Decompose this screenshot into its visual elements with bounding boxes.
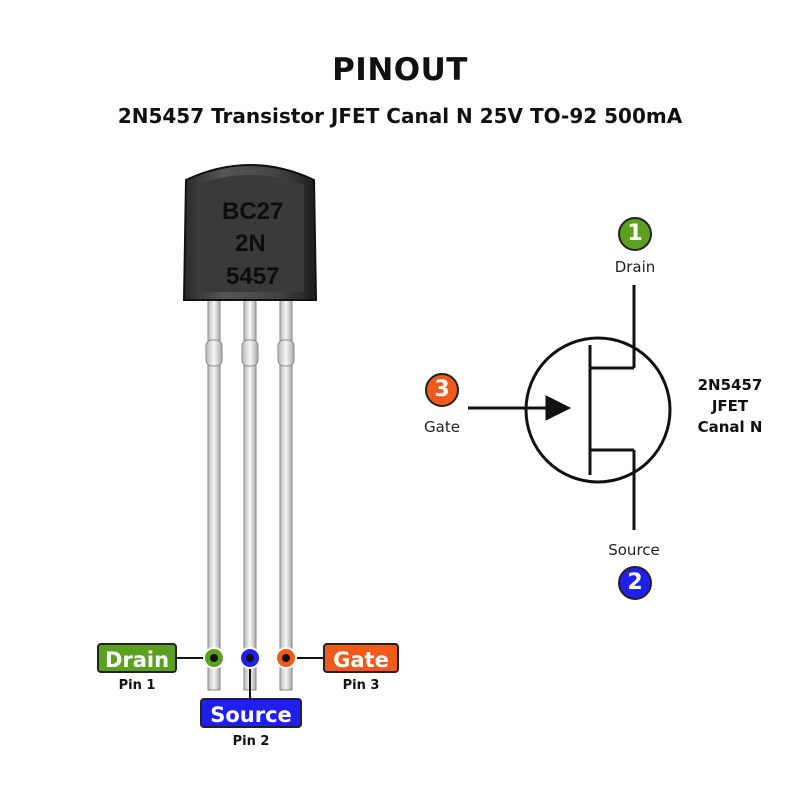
device-line2: JFET: [711, 397, 749, 415]
transistor-body: [182, 164, 318, 301]
page-subtitle: 2N5457 Transistor JFET Canal N 25V TO-92…: [117, 104, 683, 128]
pin-connectors: [170, 647, 330, 700]
page-title: PINOUT: [332, 52, 468, 88]
package-marking-line3: 5457: [226, 263, 280, 290]
jfet-symbol: [468, 285, 672, 530]
drain-pin-label: Pin 1: [118, 678, 156, 693]
source-symbol-label: Source: [608, 541, 660, 559]
gate-number-badge: 3: [425, 373, 459, 407]
device-line1: 2N5457: [697, 376, 763, 394]
source-tag: Source: [200, 698, 302, 728]
device-name-label: 2N5457 JFET Canal N: [680, 375, 780, 438]
gate-symbol-label: Gate: [424, 418, 460, 436]
source-number-badge: 2: [618, 566, 652, 600]
source-pin-label: Pin 2: [232, 734, 270, 749]
drain-symbol-label: Drain: [614, 258, 656, 276]
gate-pin-label: Pin 3: [342, 678, 380, 693]
drain-tag: Drain: [97, 643, 177, 673]
transistor-legs: [205, 299, 295, 691]
drain-number-badge: 1: [618, 217, 652, 251]
package-marking-line2: 2N: [235, 230, 266, 257]
package-marking-line1: BC27: [222, 198, 284, 225]
device-line3: Canal N: [697, 418, 763, 436]
gate-tag: Gate: [323, 643, 399, 673]
